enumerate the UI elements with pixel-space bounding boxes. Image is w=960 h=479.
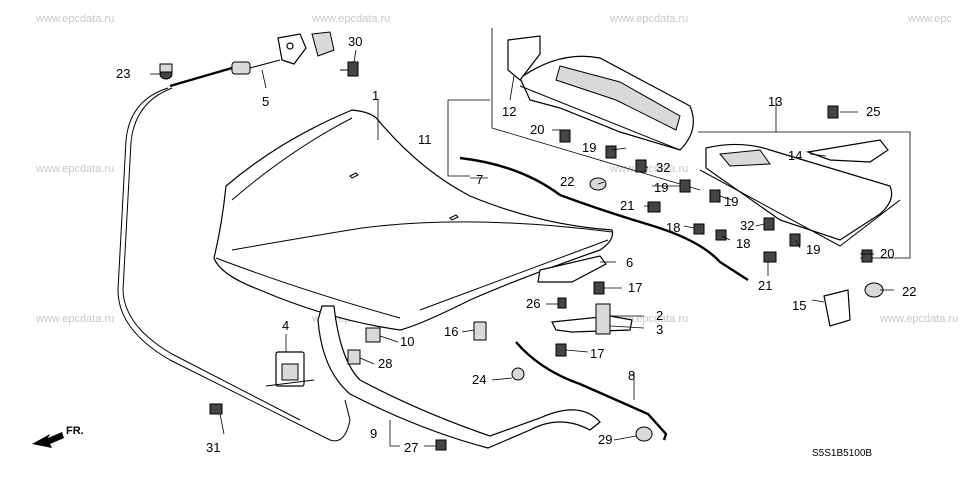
seal-7 <box>459 156 749 282</box>
callout-18: 18 <box>736 236 750 251</box>
clip-32a <box>635 159 647 173</box>
cowl-top-12 <box>507 35 694 151</box>
bracket-11 <box>447 99 490 177</box>
callout-22: 22 <box>560 174 574 189</box>
clip-21a <box>647 201 661 213</box>
watermark-text: www.epcdata.ru <box>35 313 114 325</box>
callout-19: 19 <box>582 140 596 155</box>
watermark-text: www.epcdata.ru <box>35 13 114 25</box>
frame-9 <box>317 305 601 449</box>
callout-12: 12 <box>502 104 516 119</box>
hinge-2-3 <box>551 303 633 335</box>
callout-31: 31 <box>206 440 220 455</box>
hood-1 <box>213 109 614 331</box>
clip-19d <box>789 233 801 247</box>
release-cable <box>117 87 351 442</box>
callout-14: 14 <box>788 148 802 163</box>
callout-2: 2 <box>656 308 663 323</box>
callout-8: 8 <box>628 368 635 383</box>
clip-21b <box>763 251 777 263</box>
latch-4 <box>265 351 315 387</box>
clip-32b <box>763 217 775 231</box>
hinge-14 <box>805 139 889 163</box>
callout-15: 15 <box>792 298 806 313</box>
callout-27: 27 <box>404 440 418 455</box>
support-rod-8 <box>515 341 668 441</box>
callout-16: 16 <box>444 324 458 339</box>
bolt-26 <box>557 297 567 309</box>
bumper-16 <box>473 321 487 341</box>
callout-30: 30 <box>348 34 362 49</box>
callout-21: 21 <box>758 278 772 293</box>
callout-21: 21 <box>620 198 634 213</box>
clip-24 <box>511 367 525 381</box>
callout-20: 20 <box>530 122 544 137</box>
callout-3: 3 <box>656 322 663 337</box>
release-cable-inner <box>122 87 301 421</box>
callout-32: 32 <box>656 160 670 175</box>
callout-9: 9 <box>370 426 377 441</box>
callout-4: 4 <box>282 318 289 333</box>
clip-23 <box>159 63 173 80</box>
watermark-text: www.epcdata.ru <box>609 13 688 25</box>
bumper-10 <box>365 327 381 343</box>
bolt-17b <box>555 343 567 357</box>
grommet-29 <box>635 426 653 442</box>
callout-1: 1 <box>372 88 379 103</box>
diagram-code: S5S1B5100B <box>812 448 872 459</box>
front-label: FR. <box>66 425 84 437</box>
clip-20a <box>559 129 571 143</box>
callout-18: 18 <box>666 220 680 235</box>
callout-17: 17 <box>590 346 604 361</box>
callout-6: 6 <box>626 255 633 270</box>
bolt-17a <box>593 281 605 295</box>
bolt-31 <box>209 403 223 415</box>
callout-7: 7 <box>476 172 483 187</box>
callout-20: 20 <box>880 246 894 261</box>
callout-19: 19 <box>806 242 820 257</box>
watermark-text: www.epcdata.ru <box>879 313 958 325</box>
watermark-text: www.epcdata.ru <box>609 163 688 175</box>
clip-18b <box>715 229 727 241</box>
clip-25 <box>827 105 839 119</box>
nut-27 <box>435 439 447 451</box>
watermark-text: www.epc <box>907 13 953 25</box>
callout-numbers: 1 2 3 4 5 6 7 8 9 10 11 12 13 14 15 16 1… <box>116 34 916 455</box>
callout-28: 28 <box>378 356 392 371</box>
callout-23: 23 <box>116 66 130 81</box>
callout-32: 32 <box>740 218 754 233</box>
clip-19c <box>709 189 721 203</box>
callout-19: 19 <box>654 180 668 195</box>
callout-24: 24 <box>472 372 486 387</box>
front-direction-indicator: FR. <box>32 425 84 448</box>
small-parts <box>209 105 884 451</box>
clip-20b <box>861 249 873 263</box>
callout-29: 29 <box>598 432 612 447</box>
clip-18a <box>693 223 705 235</box>
callout-5: 5 <box>262 94 269 109</box>
bracket-9 <box>389 420 400 447</box>
callout-22: 22 <box>902 284 916 299</box>
callout-17: 17 <box>628 280 642 295</box>
callout-13: 13 <box>768 94 782 109</box>
clip-19a <box>605 145 617 159</box>
cowl-top-13 <box>699 143 901 247</box>
hinge-bracket-6 <box>537 255 607 283</box>
clip-19b <box>679 179 691 193</box>
cable-end-5 <box>169 31 335 88</box>
callout-11: 11 <box>418 132 432 147</box>
bumper-28 <box>347 349 361 365</box>
part-15 <box>823 289 851 327</box>
callout-10: 10 <box>400 334 414 349</box>
callout-25: 25 <box>866 104 880 119</box>
bolt-30 <box>340 61 359 77</box>
frame-box-12 <box>491 28 701 191</box>
watermark-text: www.epcdata.ru <box>311 13 390 25</box>
watermark-text: www.epcdata.ru <box>35 163 114 175</box>
callout-26: 26 <box>526 296 540 311</box>
callout-19: 19 <box>724 194 738 209</box>
leader-lines <box>150 49 894 447</box>
bracket-13 <box>698 131 911 259</box>
